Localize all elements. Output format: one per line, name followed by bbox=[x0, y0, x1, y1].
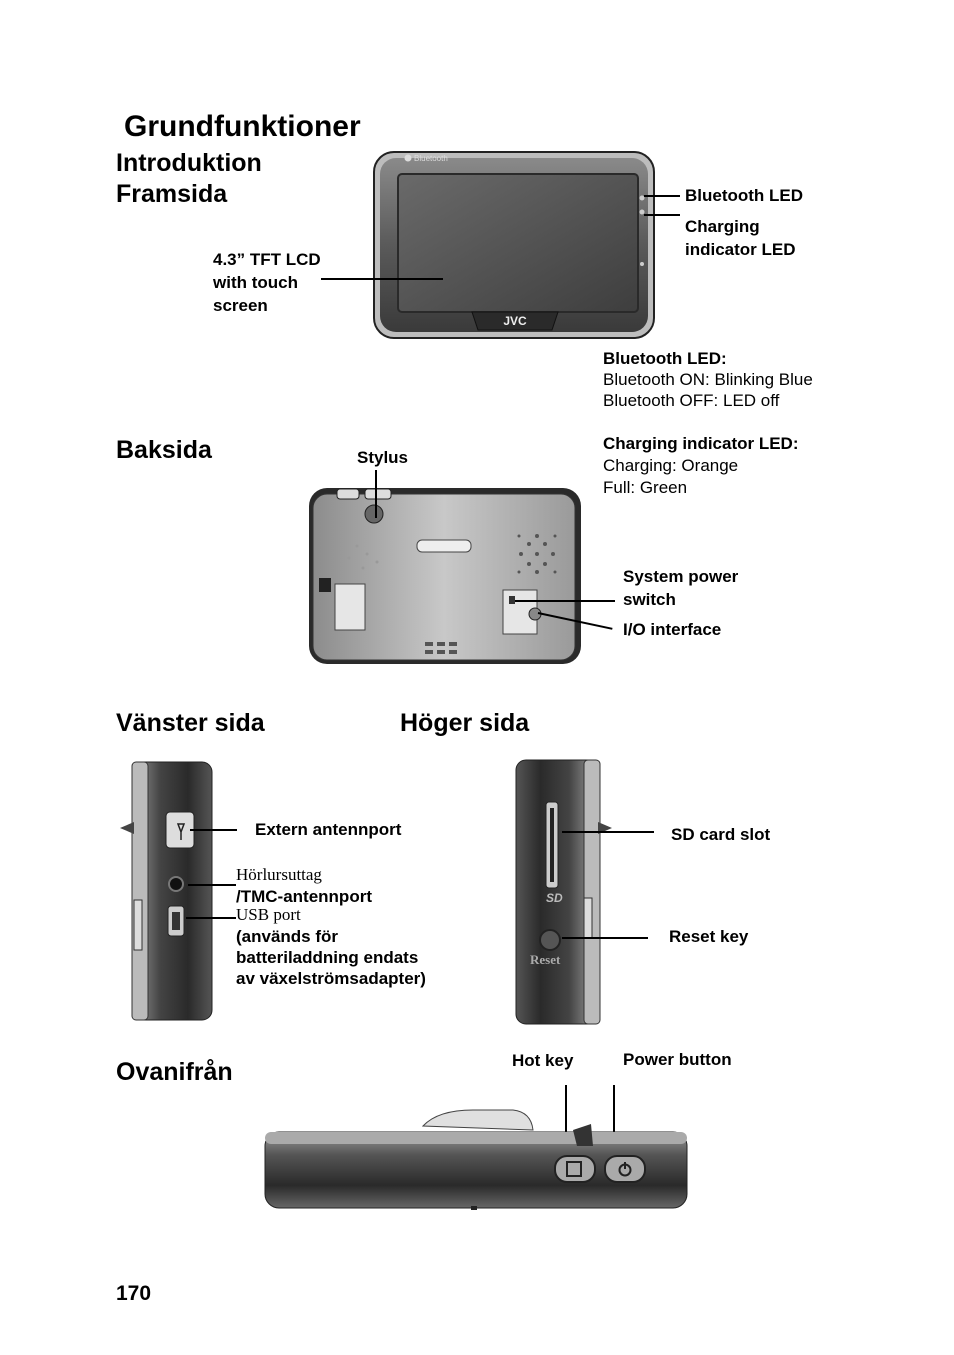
io-label: I/O interface bbox=[623, 620, 722, 639]
usb-leader bbox=[186, 917, 236, 919]
lcd-leader-line bbox=[321, 278, 443, 280]
reset-label: Reset key bbox=[669, 927, 749, 946]
page-title: Grundfunktioner bbox=[124, 110, 361, 143]
bluetooth-led-label: Bluetooth LED bbox=[685, 186, 804, 205]
bluetooth-icon bbox=[404, 154, 412, 162]
touch-screen bbox=[397, 173, 639, 313]
power-button-leader bbox=[613, 1085, 615, 1161]
tmc-label: /TMC-antennport bbox=[236, 887, 372, 906]
reset-text: Reset bbox=[530, 952, 561, 967]
charging-led bbox=[639, 209, 645, 215]
reset-key bbox=[539, 929, 561, 951]
sd-leader bbox=[562, 831, 654, 833]
usb-note: (används för batteriladdning endats av v… bbox=[236, 927, 426, 988]
bluetooth-info: Bluetooth LED: Bluetooth ON: Blinking Bl… bbox=[603, 349, 813, 410]
sd-label: SD card slot bbox=[671, 825, 771, 844]
hot-key-icon bbox=[566, 1161, 582, 1177]
bluetooth-led-leader bbox=[644, 195, 680, 197]
lcd-label: 4.3” TFT LCD with touch screen bbox=[213, 250, 321, 315]
reset-leader bbox=[562, 937, 648, 939]
hot-key-label: Hot key bbox=[512, 1051, 574, 1070]
charging-info: Charging indicator LED: Charging: Orange… bbox=[603, 434, 799, 497]
charging-led-leader bbox=[644, 214, 680, 216]
stylus-leader bbox=[375, 470, 377, 518]
page-number: 170 bbox=[116, 1282, 152, 1305]
section-intro: Introduktion bbox=[116, 149, 262, 177]
bluetooth-text: Bluetooth bbox=[414, 154, 448, 163]
antenna-icon bbox=[176, 823, 186, 840]
power-switch-leader bbox=[515, 600, 615, 602]
left-side-illustration bbox=[120, 761, 213, 1021]
antenna-leader bbox=[190, 829, 237, 831]
right-side-illustration: SD Reset bbox=[515, 759, 612, 1025]
section-right: Höger sida bbox=[400, 709, 530, 737]
speaker-grille bbox=[517, 534, 557, 574]
headphone-jack bbox=[168, 876, 184, 892]
section-left: Vänster sida bbox=[116, 709, 265, 737]
top-view-illustration bbox=[264, 1109, 688, 1210]
section-back: Baksida bbox=[116, 436, 212, 464]
section-top: Ovanifrån bbox=[116, 1058, 233, 1086]
hot-key-button bbox=[554, 1155, 596, 1183]
section-front: Framsida bbox=[116, 180, 228, 208]
front-device-illustration: Bluetooth JVC bbox=[373, 151, 655, 339]
back-device-illustration bbox=[309, 488, 581, 664]
power-button-label: Power button bbox=[623, 1050, 732, 1069]
bluetooth-led bbox=[639, 195, 645, 201]
headphone-leader bbox=[188, 884, 236, 886]
sd-logo: SD bbox=[546, 891, 563, 905]
hot-key-leader bbox=[565, 1085, 567, 1161]
headphone-label: Hörlursuttag bbox=[236, 865, 322, 884]
charging-led-label: Charging indicator LED bbox=[685, 217, 796, 259]
stylus-icon bbox=[364, 504, 384, 524]
usb-label: USB port bbox=[236, 905, 301, 924]
power-switch bbox=[509, 596, 515, 604]
power-switch-label: System power switch bbox=[623, 567, 739, 609]
antenna-label: Extern antennport bbox=[255, 820, 402, 839]
brand-logo: JVC bbox=[503, 314, 527, 328]
stylus-label: Stylus bbox=[357, 448, 409, 467]
